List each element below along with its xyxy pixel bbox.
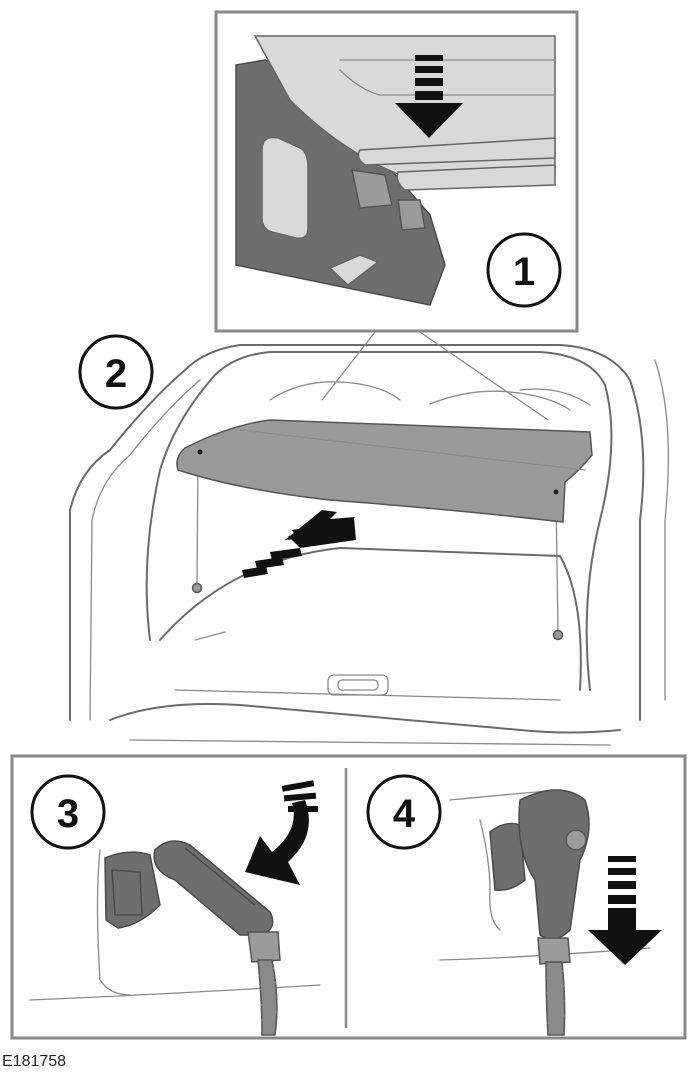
callout-2-label: 2 (105, 352, 127, 396)
callout-1-label: 1 (513, 250, 535, 294)
strap-hook-step-3 (29, 840, 321, 1036)
figure-reference-code: E181758 (2, 1053, 67, 1070)
load-cover (176, 419, 593, 523)
down-arrow-icon (395, 55, 463, 138)
push-arrow-icon (242, 510, 356, 578)
luggage-compartment-view (69, 331, 669, 746)
callout-1: 1 (486, 232, 562, 308)
strap-hook-step-4 (439, 789, 651, 1036)
detail-panel-bottom (10, 754, 687, 1040)
callout-3: 3 (30, 774, 106, 850)
callout-2: 2 (78, 334, 154, 410)
down-arrow-icon (588, 856, 662, 965)
callout-4: 4 (366, 774, 442, 850)
callout-3-label: 3 (57, 792, 79, 836)
curved-arrow-icon (245, 780, 318, 885)
callout-4-label: 4 (393, 792, 416, 836)
